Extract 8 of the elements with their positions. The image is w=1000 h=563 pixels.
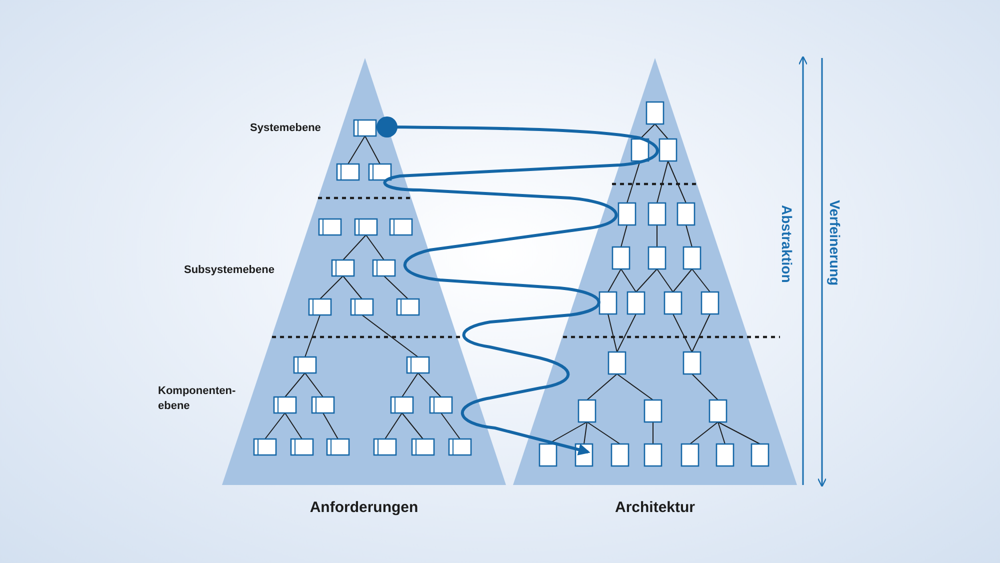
axis-label: Verfeinerung: [827, 200, 843, 286]
spiral-arrow: [376, 116, 658, 456]
level-label: Komponenten- ebene: [158, 384, 237, 414]
axis-label: Abstraktion: [779, 205, 795, 283]
pyramid-title: Anforderungen: [310, 499, 418, 516]
pyramid-title: Architektur: [614, 499, 696, 516]
level-label: Subsystemebene: [184, 263, 276, 278]
level-label: Systemebene: [250, 121, 322, 136]
